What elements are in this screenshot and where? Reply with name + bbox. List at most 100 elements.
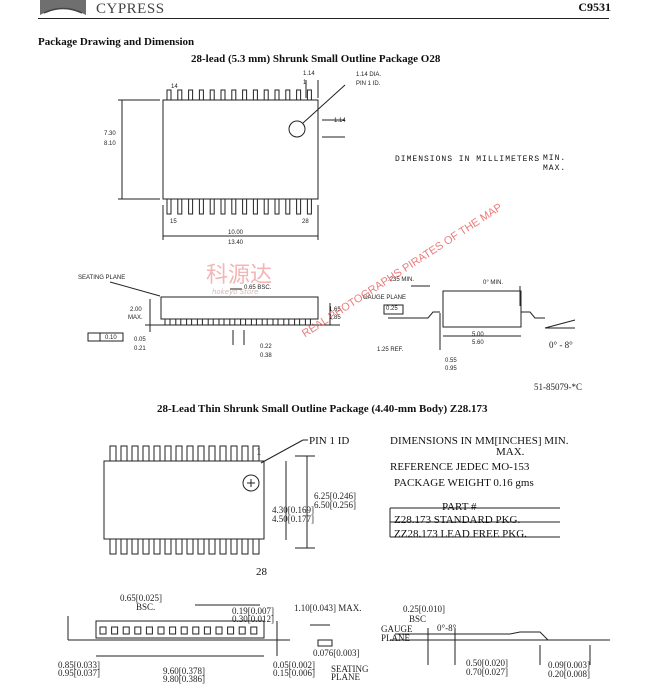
pkg2-dim-005: 0.05[0.002] [273, 660, 315, 670]
lead [241, 445, 249, 462]
lead [296, 198, 302, 215]
pkg2-bsc: BSC. [136, 602, 156, 612]
pkg1-dim-125-ref: 1.25 REF. [377, 347, 404, 353]
lead [153, 445, 161, 462]
pkg2-pin1-id: PIN 1 ID [309, 435, 350, 447]
pkg2-part-desc: LEAD FREE PKG. [440, 528, 527, 540]
lead [99, 626, 107, 635]
pkg1-top-leads [166, 89, 312, 101]
pkg1-gauge-plane: GAUGE PLANE [363, 295, 407, 301]
pkg1-pin15: 15 [170, 219, 177, 225]
pkg2-dim-095: 0.95[0.037] [58, 668, 100, 678]
pkg2-dim-050: 0.50[0.020] [466, 658, 508, 668]
lead [252, 198, 258, 215]
lead [231, 89, 237, 101]
pkg2-reference: REFERENCE JEDEC MO-153 [390, 461, 530, 473]
cypress-logo-mark [40, 0, 86, 15]
pkg1-bottom-leads [166, 198, 312, 215]
pkg1-dim-0-min: 0° MIN. [483, 280, 504, 286]
lead [166, 89, 172, 101]
lead [240, 318, 247, 326]
lead [164, 318, 171, 326]
pkg2-dim-015: 0.15[0.006] [273, 668, 315, 678]
pkg2-bottom-leads [109, 538, 260, 555]
lead [283, 318, 290, 326]
pkg2-max: MAX. [496, 446, 525, 458]
lead [186, 538, 194, 555]
pkg2-weight: PACKAGE WEIGHT 0.16 gms [394, 477, 534, 489]
lead [169, 626, 177, 635]
lead [218, 318, 225, 326]
lead [208, 538, 216, 555]
pkg1-dim-055: 0.55 [445, 358, 457, 364]
lead [229, 318, 236, 326]
pkg2-dim-030: 0.30[0.012] [232, 614, 274, 624]
pkg1-dim-038: 0.38 [260, 353, 272, 359]
pkg2-dim-980: 9.80[0.386] [163, 674, 205, 684]
lead [177, 198, 183, 215]
lead [131, 538, 139, 555]
lead [186, 318, 193, 326]
pkg1-pin28: 28 [302, 219, 309, 225]
pkg2-part-row-1: Z28.173 STANDARD PKG. [394, 514, 520, 526]
logo-text: CYPRESS [96, 1, 165, 17]
lead [186, 445, 194, 462]
pkg2-pin28: 28 [256, 566, 267, 578]
pkg1-dim-114-dia: 1.14 DIA. [356, 72, 382, 78]
lead [285, 198, 291, 215]
pkg2-seating: SEATING [331, 664, 369, 674]
pkg2-dim-650: 6.50[0.256] [314, 500, 356, 510]
lead [215, 626, 223, 635]
lead [198, 198, 204, 215]
pkg1-dim-200-max: MAX. [128, 315, 143, 321]
pkg2-part-code: ZZ28.173 [394, 528, 438, 540]
pkg1-dimensions-note: DIMENSIONS IN MILLIMETERS [395, 155, 541, 164]
lead [109, 538, 117, 555]
pkg1-dim-185: 1.85 [329, 315, 341, 321]
pkg2-dim-065: 0.65[0.025] [120, 593, 162, 603]
lead [208, 445, 216, 462]
pkg1-pin1-id: PIN 1 ID. [356, 81, 381, 87]
lead [252, 89, 258, 101]
lead [192, 626, 200, 635]
lead [252, 445, 260, 462]
pkg1-dim-1340: 13.40 [228, 240, 244, 246]
lead [209, 89, 215, 101]
lead [122, 626, 130, 635]
lead [120, 445, 128, 462]
pkg2-dim-020: 0.20[0.008] [548, 669, 590, 679]
pkg2-angle: 0°-8° [437, 623, 457, 633]
lead [111, 626, 119, 635]
pkg1-dim-810: 8.10 [104, 141, 116, 147]
pkg2-side-leads [99, 626, 258, 635]
lead [131, 445, 139, 462]
pkg1-drawing-no: 51-85079-*C [534, 382, 582, 392]
pkg2-gauge-plane: PLANE [381, 633, 410, 643]
lead [109, 445, 117, 462]
pkg1-dim-005: 0.05 [134, 337, 146, 343]
pkg2-dim-625: 6.25[0.246] [314, 491, 356, 501]
lead [142, 538, 150, 555]
pkg2-part-code: Z28.173 [394, 514, 431, 526]
pkg1-dim-500: 5.00 [472, 332, 484, 338]
lead [203, 626, 211, 635]
section-title: Package Drawing and Dimension [38, 36, 195, 48]
pkg2-dimensions-note: DIMENSIONS IN MM[INCHES] MIN. [390, 435, 569, 447]
lead [134, 626, 142, 635]
lead [188, 89, 194, 101]
pkg1-dim-065-bsc: 0.65 BSC. [244, 285, 272, 291]
lead [306, 198, 312, 215]
pkg1-max-label: MAX. [543, 164, 567, 173]
lead [197, 538, 205, 555]
pkg2-dim-960: 9.60[0.378] [163, 666, 205, 676]
pkg2-dim-019: 0.19[0.007] [232, 606, 274, 616]
lead [120, 538, 128, 555]
lead [207, 318, 214, 326]
lead [188, 198, 194, 215]
lead [180, 626, 188, 635]
watermark-cn: 科源达 [206, 263, 273, 288]
lead [196, 318, 203, 326]
lead [164, 445, 172, 462]
header-rule [38, 18, 609, 19]
